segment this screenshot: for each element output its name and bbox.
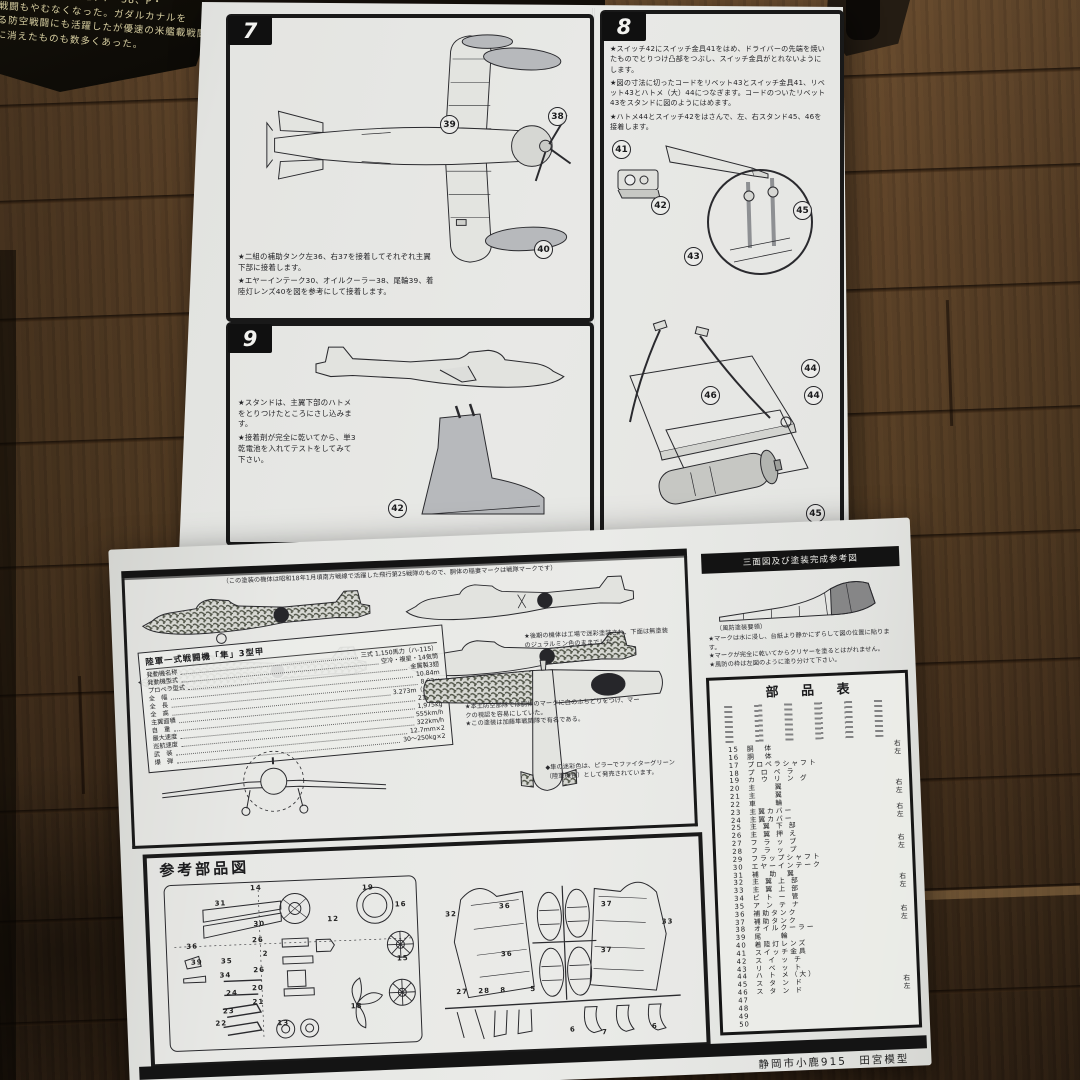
paint-side-view-camo-1: [141, 589, 372, 644]
step8-instructions: ★スイッチ42にスイッチ金具41をはめ、ドライバーの先端を焼いたものでとりつけ凸…: [610, 44, 826, 131]
paint-note-top: （この塗装の機体は昭和18年1月頃南方戦線で活躍した飛行第25戦隊のもので、胴体…: [222, 564, 557, 586]
threeview-title-bar: 三面図及び塗装完成参考図: [700, 545, 900, 574]
step9-number: 9: [228, 324, 272, 353]
step7-diagram-plane-bottom-view: [266, 34, 572, 263]
step9-instructions: ★スタンドは、主翼下部のハトメをとりつけたところにさし込みます。★接着剤が完全に…: [238, 398, 356, 464]
paint-side-view-camo-2: [137, 645, 368, 693]
step7-instructions: ★二組の補助タンク左36、右37を接着してそれぞれ主翼下部に接着します。★エヤー…: [238, 252, 434, 297]
parts-list-row: 48: [738, 1004, 750, 1013]
sprue-part-number: 28: [478, 986, 491, 996]
sprue-part-number: 33: [661, 917, 674, 926]
sprue-part-number: 15: [396, 953, 409, 963]
step7-number: 7: [228, 16, 272, 45]
parts-list-title: 部 品 表: [765, 681, 859, 701]
floor-dark-corner: [0, 760, 300, 1080]
paint-side-view-plain-1: [404, 575, 635, 623]
sprue-part-number: 37: [600, 945, 613, 955]
sprue-part-number: 5: [530, 984, 537, 994]
step8-panel: [600, 10, 844, 540]
sprue-part-number: 19: [361, 883, 374, 892]
publisher-footer: 静岡市小鹿915 田宮模型: [758, 1052, 910, 1072]
sprue-part-number: 8: [500, 986, 507, 995]
sprue-part-number: 12: [327, 914, 340, 924]
sprue-part-number: 18: [350, 1001, 363, 1011]
spec-title: 陸軍一式戦闘機「隼」3型甲: [144, 629, 437, 670]
floor-plank-gap: [0, 655, 1080, 701]
floor-edge-shadow: [0, 250, 16, 1080]
step8-diagram-switch-stand-battery: [617, 145, 813, 505]
paint-note-b: ★後期の機体は工場で迷彩塗装され、下面は無塗装のジュラルミン色のままでした。: [523, 627, 669, 649]
canopy-caption: （風防塗装要領）: [715, 623, 767, 633]
sprue-part-number: 6: [569, 1025, 576, 1034]
shadow-above-sheet: [205, 0, 605, 11]
sprue-part-number: 36: [500, 949, 513, 959]
dark-object-detail: [846, 0, 880, 40]
floor-plank-seam: [945, 299, 954, 427]
sprue-diagram-wing-parts: [444, 881, 681, 1040]
sprue-part-number: 7: [601, 1028, 609, 1037]
canopy-painting-diagram: [719, 581, 876, 622]
parts-list-row: 50: [739, 1019, 751, 1029]
paint-note-c: ★本土防空部隊では胴体のマークに白のふちどりをつけ、マークの視認を容易にしていた…: [464, 696, 640, 728]
sprue-part-number: 32: [445, 910, 458, 919]
sprue-part-number: 6: [651, 1022, 658, 1031]
parts-list-row: 49: [738, 1012, 750, 1021]
aircraft-spec-table: 陸軍一式戦闘機「隼」3型甲 発動機名称三式 1,150馬力（ハ-115）発動機型…: [137, 624, 454, 774]
step8-number: 8: [602, 12, 646, 41]
sprue-part-number: 27: [456, 987, 469, 997]
paint-note-d: ◆隼の迷彩色は、ピラーでファイターグリーン（陸軍機色）として発売されています。: [545, 759, 676, 781]
parts-list-header: [710, 696, 908, 748]
step9-diagram-plane-on-stand: [315, 346, 565, 515]
